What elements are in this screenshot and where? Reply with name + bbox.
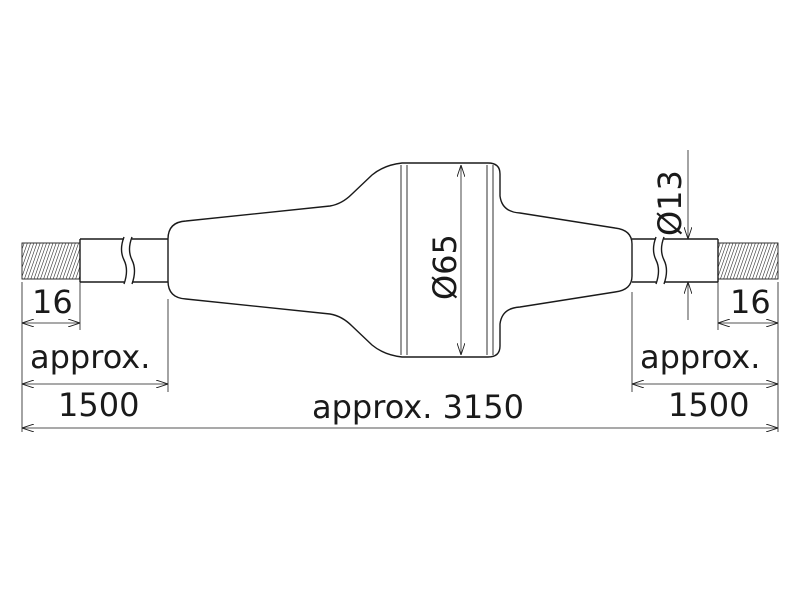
strand-line bbox=[27, 242, 41, 280]
strand-line bbox=[68, 248, 81, 280]
strand-line bbox=[21, 242, 31, 268]
label-overall-length: approx. 3150 bbox=[312, 388, 524, 426]
label-diameter-65: Ø65 bbox=[426, 234, 464, 300]
left-strand-end bbox=[21, 242, 81, 280]
strand-line bbox=[72, 257, 81, 280]
strand-line bbox=[33, 242, 47, 280]
strand-line bbox=[49, 242, 63, 280]
strand-line bbox=[62, 242, 76, 280]
strand-line bbox=[717, 242, 731, 277]
dim-overall-length: approx. 3150 bbox=[22, 388, 778, 428]
label-diameter-13: Ø13 bbox=[651, 170, 689, 236]
strand-line bbox=[21, 242, 25, 250]
strand-line bbox=[21, 242, 35, 277]
strand-line bbox=[736, 242, 750, 280]
strand-line bbox=[752, 242, 766, 280]
strand-line bbox=[771, 260, 779, 280]
strand-line bbox=[729, 242, 743, 280]
label-approx-left: approx. bbox=[30, 338, 150, 376]
strand-line bbox=[717, 242, 721, 250]
dim-strip-right: 16 bbox=[717, 282, 779, 330]
strand-line bbox=[75, 266, 81, 280]
strand-line bbox=[755, 242, 769, 280]
strand-line bbox=[774, 269, 779, 280]
strand-line bbox=[24, 242, 38, 280]
strand-line bbox=[742, 242, 756, 280]
strand-line bbox=[52, 242, 67, 280]
label-length-right: 1500 bbox=[668, 386, 749, 424]
strand-line bbox=[739, 242, 753, 280]
strand-line bbox=[768, 251, 779, 280]
strand-line bbox=[732, 242, 747, 280]
dim-body-diameter: Ø65 bbox=[426, 165, 464, 355]
strand-line bbox=[717, 242, 727, 268]
label-strip-right: 16 bbox=[730, 283, 771, 321]
strand-line bbox=[46, 242, 60, 280]
dim-length-right: approx. 1500 bbox=[631, 292, 779, 432]
strand-line bbox=[764, 242, 779, 280]
strand-line bbox=[30, 242, 44, 280]
dim-cable-diameter: Ø13 bbox=[651, 150, 700, 320]
strand-line bbox=[65, 242, 79, 280]
joint-body bbox=[167, 162, 633, 358]
right-strand-end bbox=[717, 242, 779, 280]
strand-line bbox=[717, 242, 724, 259]
strand-line bbox=[40, 242, 54, 280]
strand-line bbox=[56, 242, 70, 280]
strand-line bbox=[720, 242, 734, 280]
left-cable bbox=[79, 236, 168, 285]
strand-line bbox=[745, 242, 759, 280]
strand-line bbox=[748, 242, 763, 280]
strand-line bbox=[758, 242, 772, 280]
label-length-left: 1500 bbox=[58, 386, 139, 424]
strand-line bbox=[43, 242, 57, 280]
dim-strip-left: 16 bbox=[21, 282, 81, 330]
strand-line bbox=[761, 242, 775, 280]
strand-line bbox=[59, 242, 73, 280]
strand-line bbox=[36, 242, 51, 280]
strand-line bbox=[723, 242, 737, 280]
strand-line bbox=[726, 242, 740, 280]
right-cable bbox=[632, 236, 719, 285]
dim-length-left: approx. 1500 bbox=[21, 299, 169, 432]
label-approx-right: approx. bbox=[640, 338, 760, 376]
label-strip-left: 16 bbox=[32, 283, 73, 321]
strand-line bbox=[21, 242, 28, 259]
